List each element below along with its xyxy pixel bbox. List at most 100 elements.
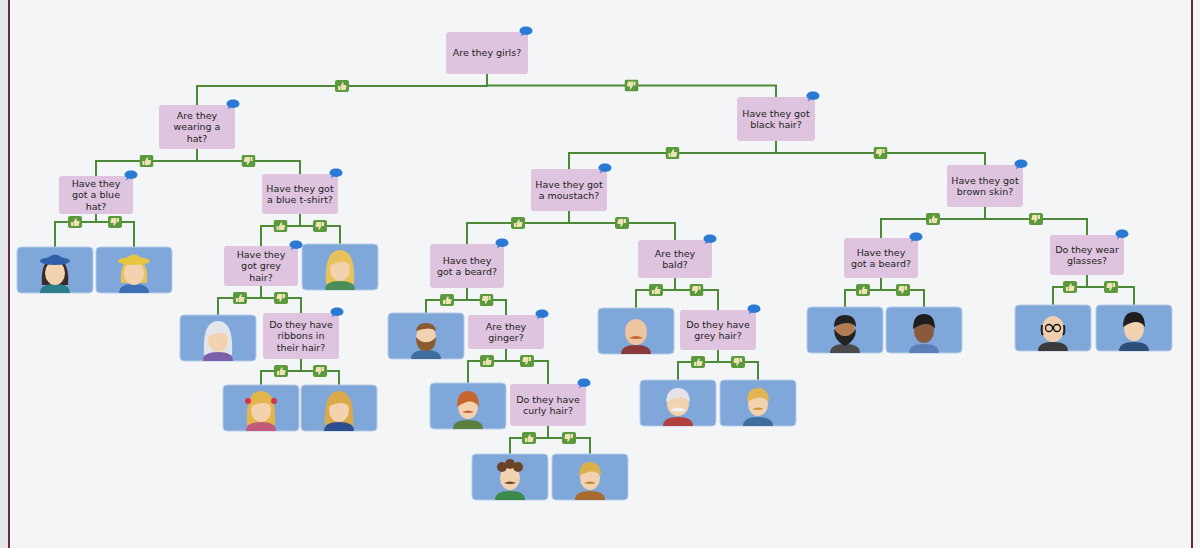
- question-text: Have they got a moustach?: [535, 179, 603, 202]
- tree-branch: [197, 149, 300, 174]
- tree-branch: [261, 286, 301, 313]
- character-card: [720, 380, 796, 426]
- speech-bubble-icon: [330, 307, 344, 318]
- speech-bubble-icon: [124, 170, 138, 181]
- page-edge: [8, 0, 10, 548]
- question-text: Are they wearing a hat?: [163, 110, 231, 144]
- question-box: Are they bald?: [638, 240, 712, 278]
- character-card: [17, 247, 93, 293]
- character-card: [1096, 305, 1172, 351]
- question-text: Do they have ribbons in their hair?: [267, 319, 335, 353]
- question-text: Are they girls?: [453, 47, 522, 58]
- speech-bubble-icon: [226, 99, 240, 110]
- speech-bubble-icon: [519, 26, 533, 37]
- branch-line: [675, 278, 718, 310]
- question-box: Have they got a beard?: [844, 238, 918, 278]
- thumb-badge: [615, 217, 629, 229]
- question-box: Are they ginger?: [468, 315, 544, 349]
- thumb-badge: [874, 147, 888, 159]
- question-box: Have they got a moustach?: [531, 169, 607, 211]
- character-card: [223, 385, 299, 431]
- question-text: Do they have grey hair?: [684, 319, 752, 342]
- question-text: Are they ginger?: [472, 321, 540, 344]
- tree-branch: [985, 207, 1087, 235]
- branch-line: [881, 207, 985, 238]
- speech-bubble-icon: [329, 168, 343, 179]
- tree-branch: [569, 141, 776, 169]
- question-text: Have they got brown skin?: [951, 175, 1019, 198]
- character-card: [180, 315, 256, 361]
- tree-branch: [467, 211, 569, 244]
- tree-branch: [96, 149, 197, 176]
- thumb-badge: [625, 80, 639, 92]
- speech-bubble-icon: [909, 232, 923, 243]
- speech-bubble-icon: [1014, 159, 1028, 170]
- speech-bubble-icon: [598, 163, 612, 174]
- character-card: [301, 385, 377, 431]
- question-box: Do they wear glasses?: [1050, 235, 1124, 275]
- branch-line: [569, 141, 776, 169]
- branch-line: [776, 141, 985, 165]
- question-box: Do they have grey hair?: [680, 310, 756, 350]
- thumb-badge: [335, 80, 349, 92]
- question-text: Are they bald?: [642, 248, 708, 271]
- page-margin: [0, 0, 9, 548]
- branch-line: [197, 149, 300, 174]
- question-text: Have they got black hair?: [741, 108, 811, 131]
- question-box: Have they got black hair?: [737, 97, 815, 141]
- question-box: Do they have curly hair?: [510, 384, 586, 426]
- tree-branch: [197, 74, 487, 105]
- tree-branch: [776, 141, 985, 165]
- thumb-badge: [666, 147, 680, 159]
- tree-branch: [675, 278, 718, 310]
- thumb-badge: [274, 220, 288, 232]
- tree-branch: [569, 211, 675, 240]
- tree-branch: [506, 349, 548, 384]
- speech-bubble-icon: [703, 234, 717, 245]
- question-box: Are they girls?: [446, 32, 528, 74]
- question-box: Have they got grey hair?: [224, 246, 298, 286]
- character-card: [807, 307, 883, 353]
- character-card: [96, 247, 172, 293]
- branch-line: [467, 288, 506, 315]
- question-text: Do they wear glasses?: [1054, 244, 1120, 267]
- character-card: [388, 313, 464, 359]
- thumb-badge: [274, 292, 288, 304]
- speech-bubble-icon: [806, 91, 820, 102]
- branch-line: [467, 211, 569, 244]
- branch-line: [985, 207, 1087, 235]
- question-text: Have they got a blue hat?: [63, 178, 129, 212]
- speech-bubble-icon: [747, 304, 761, 315]
- question-box: Do they have ribbons in their hair?: [263, 313, 339, 359]
- speech-bubble-icon: [1115, 229, 1129, 240]
- question-text: Have they got a beard?: [434, 255, 500, 278]
- character-card: [552, 454, 628, 500]
- thumb-badge: [520, 355, 534, 367]
- question-text: Have they got a blue t-shirt?: [266, 183, 334, 206]
- tree-branch: [881, 207, 985, 238]
- question-box: Have they got a beard?: [430, 244, 504, 288]
- question-text: Do they have curly hair?: [514, 394, 582, 417]
- branch-line: [506, 349, 548, 384]
- thumb-badge: [511, 217, 525, 229]
- character-card: [430, 383, 506, 429]
- thumb-badge: [690, 284, 704, 296]
- thumb-badge: [1029, 213, 1043, 225]
- thumb-badge: [926, 213, 940, 225]
- tree-branch: [487, 74, 776, 97]
- question-text: Have they got grey hair?: [228, 249, 294, 283]
- character-card: [302, 244, 378, 290]
- branch-line: [569, 211, 675, 240]
- thumb-badge: [480, 294, 494, 306]
- character-card: [598, 308, 674, 354]
- speech-bubble-icon: [535, 309, 549, 320]
- speech-bubble-icon: [495, 238, 509, 249]
- character-card: [886, 307, 962, 353]
- question-box: Have they got brown skin?: [947, 165, 1023, 207]
- page-edge: [1191, 0, 1193, 548]
- thumb-badges: [68, 216, 1118, 444]
- branch-line: [96, 149, 197, 176]
